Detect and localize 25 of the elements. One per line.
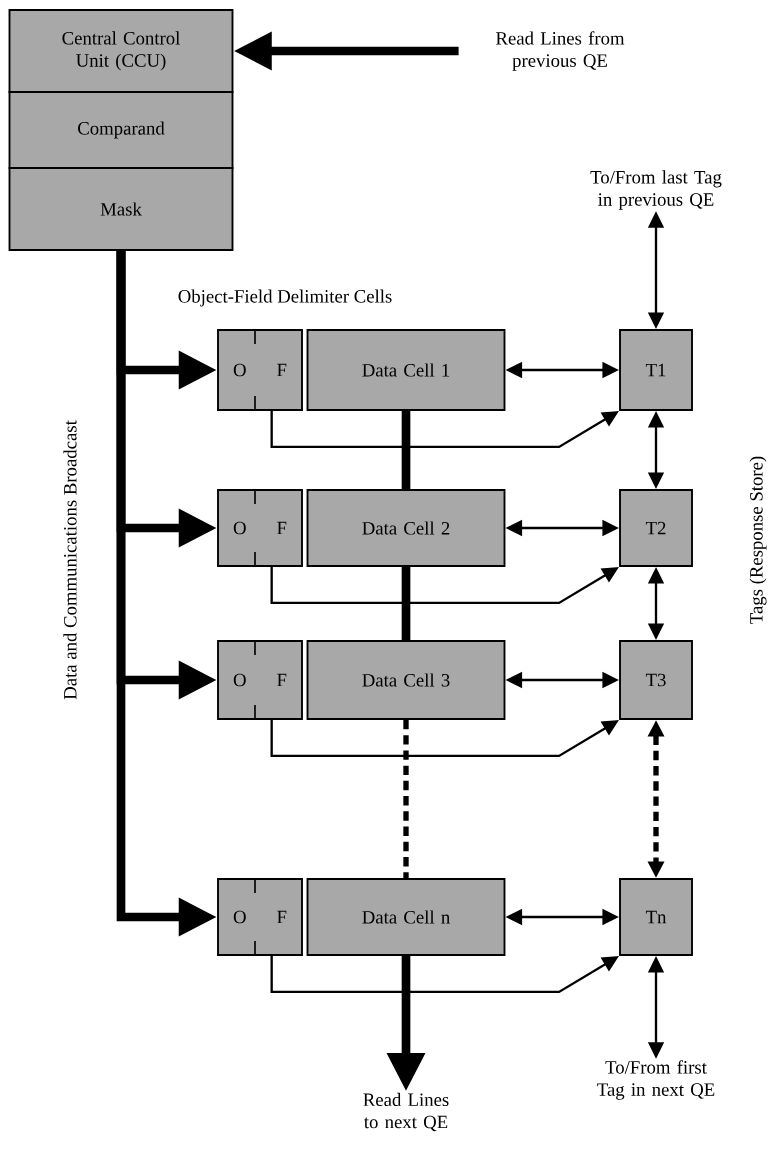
control-unit-box: Comparand [8,91,234,169]
data-cell-box: Data Cell n [306,878,506,956]
note-text: Read Lines from previous QE [496,31,625,71]
tag-box: T1 [619,329,693,411]
data-cell-box: Data Cell 3 [306,640,506,720]
note-text: To/From last Tag in previous QE [590,170,722,210]
note-text: To/From first Tag in next QE [597,1060,715,1100]
control-unit-box: Mask [8,167,234,251]
delimiter-cell: O F [217,639,303,721]
data-cell-box: Data Cell 1 [306,329,506,411]
tag-box: T3 [619,640,693,720]
data-cell-box: Data Cell 2 [306,489,506,567]
connector-line [401,410,411,490]
tag-box: Tn [619,878,693,956]
delimiter-cell: O F [217,328,303,412]
delimiter-cell: O F [217,877,303,957]
annotation-text: Object-Field Delimiter Cells [178,289,392,307]
axis-label: Data and Communications Broadcast [63,420,77,700]
axis-label: Tags (Response Store) [749,456,767,624]
control-unit-box: Central Control Unit (CCU) [8,9,234,93]
delimiter-cell: O F [217,488,303,568]
connector-line [403,719,409,879]
tag-box: T2 [619,489,693,567]
note-text: Read Lines to next QE [363,1092,449,1132]
connector-line [401,566,411,641]
